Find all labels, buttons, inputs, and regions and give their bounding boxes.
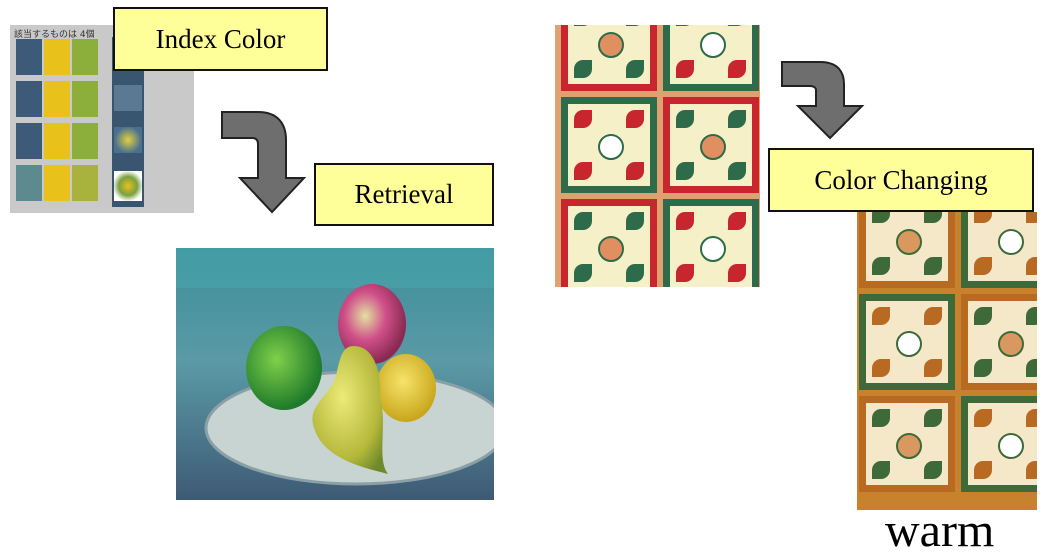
tile-leaf-motif [924, 307, 942, 325]
tile-leaf-motif [974, 409, 992, 427]
tile-leaf-motif [626, 25, 644, 26]
tile-leaf-motif [924, 212, 942, 223]
tile-leaf-motif [974, 359, 992, 377]
tile-leaf-motif [974, 212, 992, 223]
tile [859, 212, 955, 288]
tile-leaf-motif [1026, 359, 1037, 377]
curved-arrow-down-icon [221, 111, 307, 214]
tile-leaf-motif [728, 25, 746, 26]
tile [663, 199, 759, 287]
tile [561, 199, 657, 287]
tile-leaf-motif [626, 212, 644, 230]
tile [961, 212, 1037, 288]
tile [859, 396, 955, 492]
tile-leaf-motif [872, 212, 890, 223]
tile [961, 396, 1037, 492]
thumbnail-3[interactable] [114, 171, 142, 201]
tile-leaf-motif [676, 60, 694, 78]
tile-leaf-motif [872, 307, 890, 325]
tile-leaf-motif [1026, 307, 1037, 325]
tile-leaf-motif [676, 162, 694, 180]
tile-leaf-motif [676, 110, 694, 128]
tile [663, 97, 759, 193]
tile-leaf-motif [728, 60, 746, 78]
tile-leaf-motif [574, 110, 592, 128]
tile [961, 294, 1037, 390]
tile-leaf-motif [872, 257, 890, 275]
tile-center-motif [598, 236, 624, 262]
tile-leaf-motif [626, 264, 644, 282]
tile-leaf-motif [974, 461, 992, 479]
tile-center-motif [700, 236, 726, 262]
tile-leaf-motif [872, 409, 890, 427]
tile-leaf-motif [924, 409, 942, 427]
curved-arrow-down-icon [781, 61, 865, 140]
tile-leaf-motif [574, 212, 592, 230]
color-swatch [44, 81, 70, 117]
tile-center-motif [700, 134, 726, 160]
tile-center-motif [598, 134, 624, 160]
tile-leaf-motif [574, 60, 592, 78]
tile-leaf-motif [574, 264, 592, 282]
tile [561, 25, 657, 91]
tile-leaf-motif [974, 307, 992, 325]
tile-leaf-motif [1026, 409, 1037, 427]
color-swatch [16, 123, 42, 159]
tile-center-motif [998, 433, 1024, 459]
tile-center-motif [896, 229, 922, 255]
retrieved-fruit-painting [176, 248, 494, 500]
tile-leaf-motif [924, 359, 942, 377]
tile-leaf-motif [728, 162, 746, 180]
tile [859, 294, 955, 390]
tile-leaf-motif [728, 264, 746, 282]
tile [561, 97, 657, 193]
color-swatch [16, 165, 42, 201]
index-color-label: Index Color [113, 7, 328, 71]
result-count-text: 該当するものは 4個 [14, 30, 95, 40]
tile-leaf-motif [676, 264, 694, 282]
tile-leaf-motif [924, 461, 942, 479]
thumbnail-2[interactable] [114, 127, 142, 153]
tile-leaf-motif [728, 212, 746, 230]
color-swatch [72, 123, 98, 159]
tile-leaf-motif [574, 162, 592, 180]
original-tile-pattern [555, 25, 760, 287]
color-swatch [72, 165, 98, 201]
tile-leaf-motif [974, 257, 992, 275]
tile-leaf-motif [728, 110, 746, 128]
color-swatch [72, 81, 98, 117]
color-swatch [72, 39, 98, 75]
color-swatch [44, 39, 70, 75]
tile-leaf-motif [626, 162, 644, 180]
thumbnail-1[interactable] [114, 85, 142, 111]
color-swatch [44, 165, 70, 201]
tile-center-motif [998, 229, 1024, 255]
tile-leaf-motif [1026, 461, 1037, 479]
tile-center-motif [896, 331, 922, 357]
tile-leaf-motif [574, 25, 592, 26]
tile-leaf-motif [872, 359, 890, 377]
color-swatch [16, 39, 42, 75]
tile-leaf-motif [924, 257, 942, 275]
tile-leaf-motif [626, 60, 644, 78]
tile-leaf-motif [676, 25, 694, 26]
tile-leaf-motif [676, 212, 694, 230]
tile-leaf-motif [1026, 257, 1037, 275]
tile-center-motif [598, 32, 624, 58]
tile [663, 25, 759, 91]
color-swatch [16, 81, 42, 117]
warm-caption: warm [885, 504, 995, 557]
color-swatch [44, 123, 70, 159]
warm-tile-pattern [857, 212, 1037, 510]
color-changing-label: Color Changing [768, 148, 1034, 212]
tile-leaf-motif [1026, 212, 1037, 223]
tile-leaf-motif [626, 110, 644, 128]
tile-leaf-motif [872, 461, 890, 479]
retrieval-label: Retrieval [314, 163, 494, 226]
tile-center-motif [700, 32, 726, 58]
tile-center-motif [896, 433, 922, 459]
tile-center-motif [998, 331, 1024, 357]
